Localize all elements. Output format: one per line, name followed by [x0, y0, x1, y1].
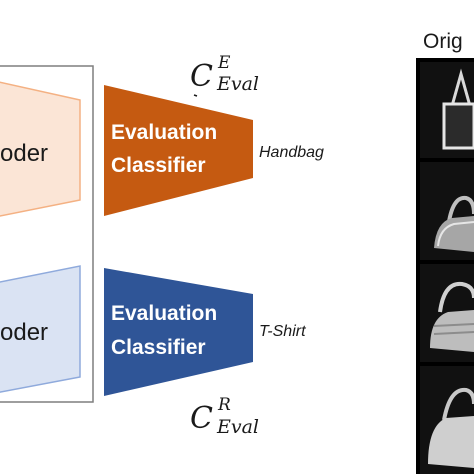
classifier-top-line1: Evaluation	[111, 121, 217, 144]
classifier-bottom-line2: Classifier	[111, 336, 206, 359]
c-eval-r-base: C	[190, 401, 213, 436]
encoder-frame	[0, 65, 94, 403]
output-label-top: Handbag	[259, 144, 324, 161]
classifier-top-shape	[104, 85, 253, 216]
output-label-bottom: T-Shirt	[259, 323, 306, 340]
bag-image-2	[420, 162, 474, 260]
classifier-bottom-shape	[104, 268, 253, 396]
encoder-top-shape	[0, 81, 81, 217]
classifier-bottom-line1: Evaluation	[111, 302, 217, 325]
panel-title: Orig	[423, 30, 463, 53]
bag-image-4	[420, 366, 474, 474]
bag-image-1	[420, 62, 474, 158]
bag-image-3	[420, 264, 474, 362]
c-eval-e-sup: E	[217, 53, 231, 73]
classifier-top-line2: Classifier	[111, 154, 206, 177]
c-eval-e-tick	[193, 94, 198, 97]
encoder-bottom-shape	[0, 265, 81, 393]
c-eval-e-sub: Eval	[216, 73, 259, 95]
c-eval-r-sub: Eval	[216, 416, 259, 438]
encoder-top-label: oder	[0, 140, 48, 167]
encoder-bottom-label: oder	[0, 319, 48, 346]
c-eval-e-base: C	[190, 59, 213, 94]
c-eval-r-sup: R	[217, 395, 231, 415]
